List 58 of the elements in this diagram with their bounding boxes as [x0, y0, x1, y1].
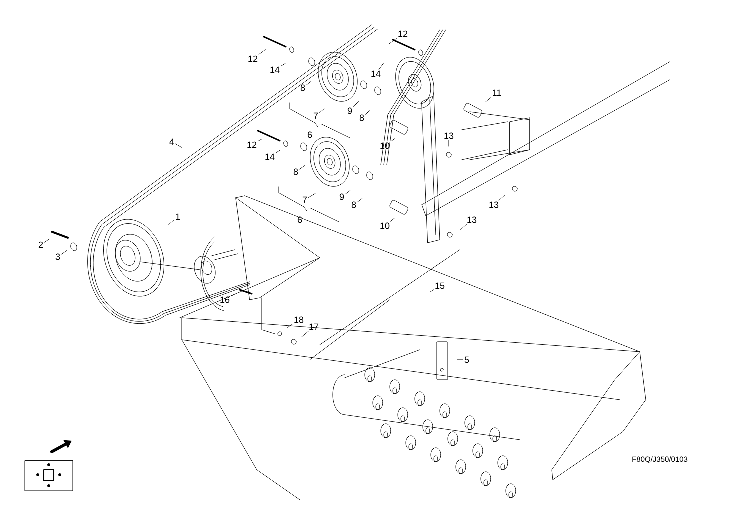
callout-number: 14 — [372, 70, 381, 78]
callout-number: 1 — [176, 214, 180, 220]
callout-number: 8 — [300, 84, 306, 92]
leader-line — [346, 190, 351, 194]
callout-number: 13 — [490, 202, 499, 208]
callout-number: 8 — [360, 114, 364, 122]
leader-line — [300, 165, 306, 170]
callout-number: 14 — [266, 154, 275, 160]
leader-line — [498, 194, 506, 201]
callout-number: 9 — [340, 194, 344, 200]
leader-line — [44, 239, 50, 243]
leader-line — [390, 138, 396, 142]
callout-number: 14 — [270, 66, 280, 74]
callout-number: 8 — [294, 168, 298, 176]
leader-line — [358, 198, 363, 202]
leader-line — [448, 140, 450, 147]
leader-line — [320, 108, 325, 114]
leader-line — [281, 63, 286, 66]
leader-line — [486, 97, 492, 102]
callout-number: 12 — [398, 30, 408, 38]
leader-line — [460, 224, 468, 230]
callout-number: 12 — [248, 56, 258, 62]
leader-line — [390, 218, 396, 222]
leader-line — [301, 331, 310, 338]
callout-number: 12 — [248, 142, 257, 148]
callout-number: 15 — [436, 282, 445, 290]
callout-number: 7 — [302, 196, 308, 204]
callout-number: 8 — [352, 202, 356, 208]
leader-line — [231, 294, 236, 297]
leader-line — [176, 144, 182, 148]
leader-line — [378, 63, 384, 70]
callout-number: 6 — [298, 216, 302, 224]
callout-number: 6 — [308, 132, 312, 138]
callout-number: 10 — [380, 222, 390, 230]
leader-line — [276, 150, 280, 154]
callout-number: 11 — [493, 90, 502, 96]
leader-line — [288, 324, 293, 328]
leader-line — [62, 250, 68, 255]
leader-line — [258, 139, 262, 142]
callout-number: 2 — [38, 242, 44, 248]
leader-line — [366, 110, 370, 115]
callout-number: 18 — [294, 316, 304, 324]
leader-line — [354, 100, 360, 108]
callout-number: 13 — [444, 132, 454, 140]
leader-line — [258, 50, 266, 55]
callout-number: 4 — [170, 138, 174, 146]
callout-number: 13 — [468, 216, 477, 224]
leader-line — [308, 193, 316, 198]
leader-line — [168, 220, 174, 225]
callout-number: 16 — [220, 296, 230, 304]
callout-number: 5 — [464, 356, 470, 364]
callout-number: 7 — [314, 112, 318, 120]
leader-line — [389, 38, 398, 44]
callout-number: 9 — [348, 108, 352, 114]
leader-line — [306, 80, 312, 86]
callout-number: 3 — [56, 254, 60, 260]
leader-line — [430, 290, 434, 293]
callout-number: 10 — [380, 142, 390, 150]
